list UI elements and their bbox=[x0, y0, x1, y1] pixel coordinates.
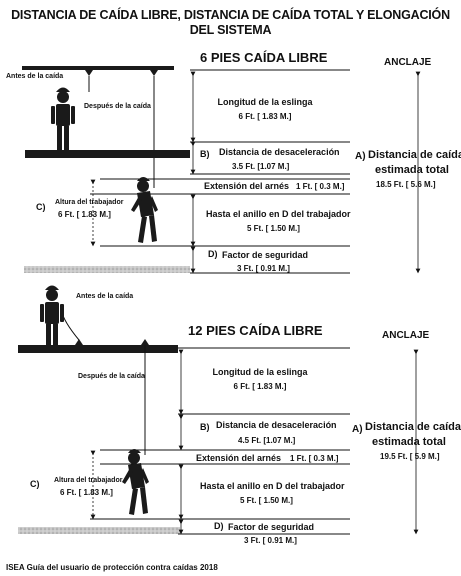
panel-1-after-fall-label: Después de la caída bbox=[84, 103, 151, 110]
panel-1-lanyard-label: Longitud de la eslinga bbox=[217, 97, 313, 107]
panel-2-safety-value: 3 Ft. [ 0.91 M.] bbox=[244, 536, 297, 545]
source-footer: ISEA Guía del usuario de protección cont… bbox=[6, 563, 218, 572]
panel-2-lanyard-value: 6 Ft. [ 1.83 M.] bbox=[233, 382, 287, 391]
panel-2-safety-label: Factor de seguridad bbox=[228, 522, 315, 532]
panel-2-after-fall-label: Después de la caída bbox=[78, 373, 145, 380]
panel-1-total-letter: A) bbox=[355, 151, 366, 162]
panel-2-decel-value: 4.5 Ft. [1.07 M.] bbox=[238, 436, 296, 445]
panel-2-total-value: 19.5 Ft. [ 5.9 M.] bbox=[380, 452, 440, 461]
panel-2-lanyard-label: Longitud de la eslinga bbox=[212, 367, 308, 377]
panel-1-lanyard-value: 6 Ft. [ 1.83 M.] bbox=[238, 112, 292, 121]
panel-1-ground bbox=[24, 266, 190, 273]
panel-2-height-label: Altura del trabajador bbox=[54, 477, 123, 484]
panel-2-anchor-label: ANCLAJE bbox=[382, 330, 430, 341]
panel-1-dring-value: 5 Ft. [ 1.50 M.] bbox=[247, 224, 300, 233]
panel-2-dring-label: Hasta el anillo en D del trabajador bbox=[200, 481, 345, 491]
panel-2-dring-value: 5 Ft. [ 1.50 M.] bbox=[240, 496, 293, 505]
panel-1-anchor-beam bbox=[22, 66, 174, 70]
panel-1-anchor-hook-right bbox=[150, 70, 158, 76]
panel-1-harness-label: Extensión del arnés bbox=[204, 181, 290, 191]
panel-2-worker-before-figure bbox=[40, 285, 64, 345]
panel-1-safety-letter: D) bbox=[208, 249, 218, 259]
panel-2-worker-after-figure bbox=[122, 449, 149, 515]
panel-1-decel-letter: B) bbox=[200, 149, 210, 159]
panel-2-ground bbox=[18, 527, 180, 534]
panel-1-heading: 6 PIES CAÍDA LIBRE bbox=[200, 50, 328, 65]
panel-1-working-beam bbox=[25, 150, 190, 158]
panel-2-safety-letter: D) bbox=[214, 521, 224, 531]
panel-1-worker-after-figure bbox=[131, 177, 158, 243]
panel-1-decel-label: Distancia de desaceleración bbox=[219, 147, 340, 157]
panel-1-height-letter: C) bbox=[36, 202, 46, 212]
panel-1-decel-value: 3.5 Ft. [1.07 M.] bbox=[232, 162, 290, 171]
panel-2-decel-label: Distancia de desaceleración bbox=[216, 420, 337, 430]
panel-2-working-beam bbox=[18, 345, 178, 353]
panel-1-before-fall-label: Antes de la caída bbox=[6, 73, 64, 80]
panel-1-anchor-label: ANCLAJE bbox=[384, 57, 432, 68]
panel-2-harness-value: 1 Ft. [ 0.3 M.] bbox=[290, 454, 339, 463]
panel-1-dring-label: Hasta el anillo en D del trabajador bbox=[206, 209, 351, 219]
panel-2-height-letter: C) bbox=[30, 479, 40, 489]
panel-2-harness-label: Extensión del arnés bbox=[196, 453, 282, 463]
panel-1-safety-label: Factor de seguridad bbox=[222, 250, 309, 260]
panel-2-heading: 12 PIES CAÍDA LIBRE bbox=[188, 323, 323, 338]
panel-2-before-fall-label: Antes de la caída bbox=[76, 293, 134, 300]
panel-2-anchor-hook-right bbox=[141, 339, 149, 345]
panel-1-height-value: 6 Ft. [ 1.83 M.] bbox=[58, 210, 111, 219]
panel-2-total-label-2: estimada total bbox=[372, 436, 446, 448]
panel-2-total-letter: A) bbox=[352, 424, 363, 435]
panel-2-decel-letter: B) bbox=[200, 422, 210, 432]
panel-1-harness-value: 1 Ft. [ 0.3 M.] bbox=[296, 182, 345, 191]
panel-1-total-label-2: estimada total bbox=[375, 164, 449, 176]
panel-2-total-label-1: Distancia de caída bbox=[365, 421, 461, 433]
panel-2-height-value: 6 Ft. [ 1.83 M.] bbox=[60, 488, 113, 497]
panel-1-total-label-1: Distancia de caída bbox=[368, 149, 461, 161]
panel-1-structure bbox=[22, 66, 421, 274]
panel-1-total-value: 18.5 Ft. [ 5.6 M.] bbox=[376, 180, 436, 189]
panel-1-worker-before-figure bbox=[51, 87, 75, 150]
panel-1-anchor-hook-left bbox=[85, 70, 93, 76]
diagram-title-line-2: DEL SISTEMA bbox=[189, 23, 272, 37]
panel-1-height-label: Altura del trabajador bbox=[55, 199, 124, 206]
panel-2-anchor-hook-left bbox=[75, 339, 83, 345]
diagram-title-line-1: DISTANCIA DE CAÍDA LIBRE, DISTANCIA DE C… bbox=[11, 8, 450, 22]
panel-1-safety-value: 3 Ft. [ 0.91 M.] bbox=[237, 264, 290, 273]
panel-2-structure bbox=[18, 309, 419, 535]
